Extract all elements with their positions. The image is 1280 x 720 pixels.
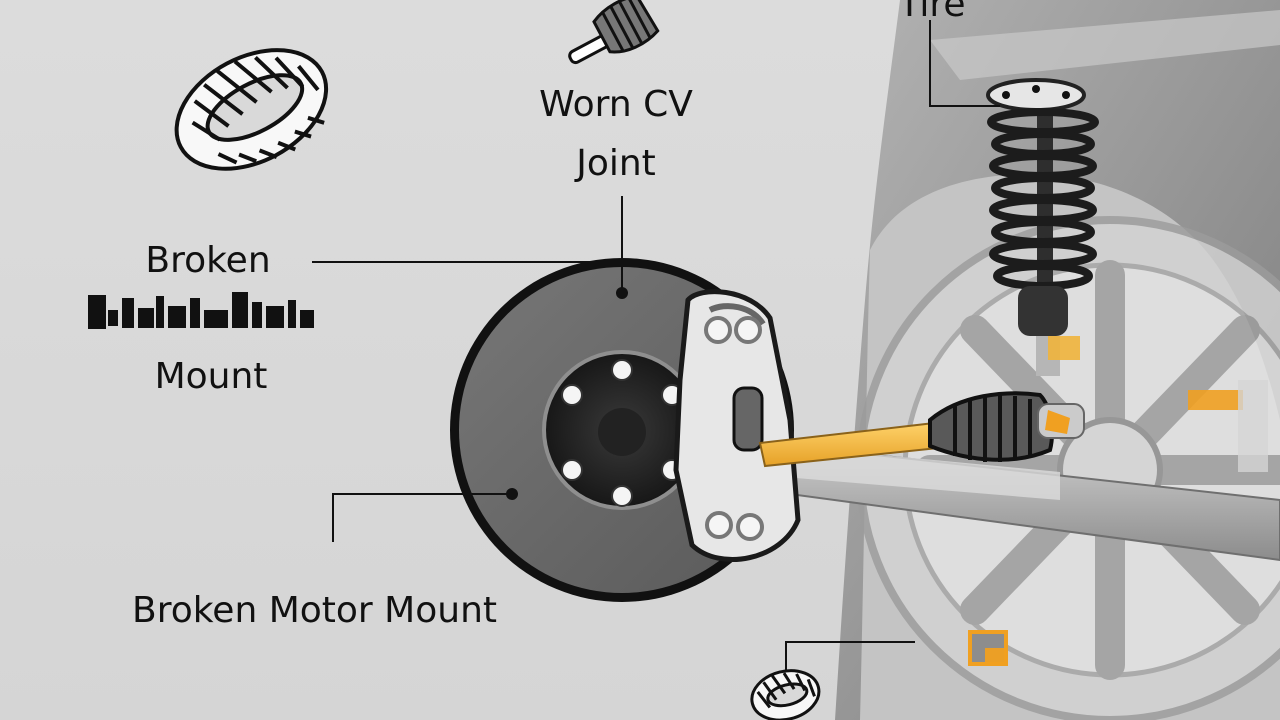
broken-motor-mount-label: Broken Motor Mount [132, 590, 498, 631]
cv-axle-icon [568, 0, 660, 65]
tire-label-partial: Tire [898, 0, 966, 25]
broken-mount-label-line2: Mount [154, 356, 268, 397]
bottom-tire-icon [750, 669, 821, 720]
tire-icon [174, 48, 329, 171]
broken-mount-label-line1: Broken [145, 240, 271, 281]
cv-joint-label-line1: Worn CV [539, 84, 693, 125]
coil-spring-shock [986, 78, 1099, 376]
cv-joint-label-line2: Joint [576, 143, 656, 184]
cv-axle [758, 380, 1268, 472]
glitched-text-artifact [88, 290, 324, 332]
brake-caliper [673, 289, 801, 562]
orange-square-marker-icon [968, 630, 1008, 666]
callout-dots [506, 287, 628, 500]
